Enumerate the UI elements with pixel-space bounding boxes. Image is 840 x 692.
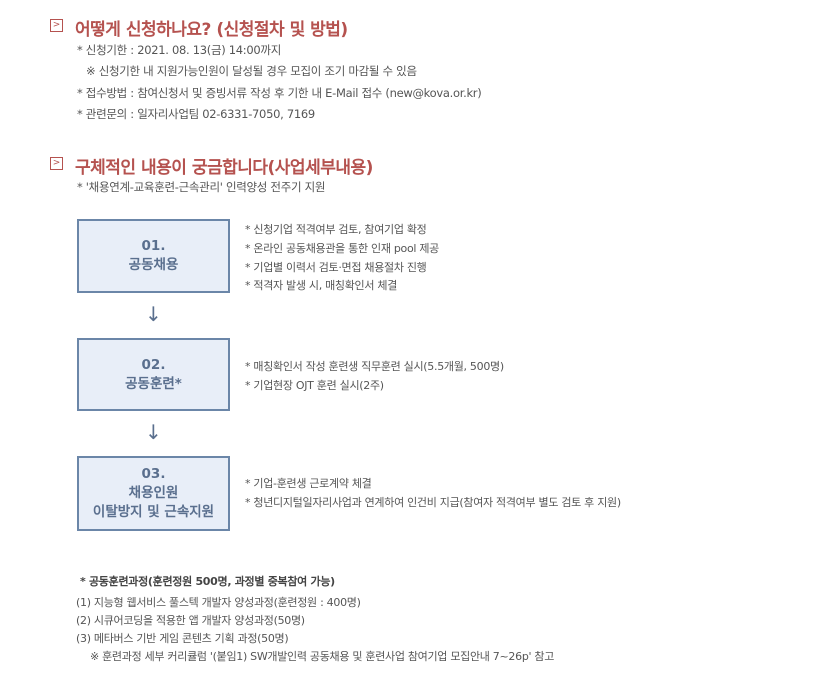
step-title-line2: 이탈방지 및 근속지원 xyxy=(92,504,215,520)
step-number: 03. xyxy=(141,466,166,482)
step-title: 채용인원 xyxy=(128,485,179,501)
step-box-2: 02. 공동훈련* xyxy=(77,338,230,411)
step1-bullet: * 온라인 공동채용관을 통한 인재 pool 제공 xyxy=(245,242,439,255)
step-box-3: 03. 채용인원 이탈방지 및 근속지원 xyxy=(77,456,230,531)
section2-subtitle: * '채용연계-교육훈련-근속관리' 인력양성 전주기 지원 xyxy=(77,180,326,194)
arrow-down-icon: ↓ xyxy=(145,302,162,326)
step-box-1: 01. 공동채용 xyxy=(77,219,230,293)
arrow-down-icon: ↓ xyxy=(145,420,162,444)
step1-bullet: * 신청기업 적격여부 검토, 참여기업 확정 xyxy=(245,223,427,236)
step1-bullet: * 적격자 발생 시, 매칭확인서 체결 xyxy=(245,279,398,292)
early-close-note: ※ 신청기한 내 지원가능인원이 달성될 경우 모집이 조기 마감될 수 있음 xyxy=(86,64,417,78)
curriculum-note: ※ 훈련과정 세부 커리큘럼 '(붙임1) SW개발인력 공동채용 및 훈련사업… xyxy=(90,650,555,663)
course-item: (3) 메타버스 기반 게임 콘텐츠 기획 과정(50명) xyxy=(76,632,289,645)
step-title: 공동훈련* xyxy=(125,375,182,392)
step-title: 공동채용 xyxy=(128,257,179,273)
section2-title: 구체적인 내용이 궁금합니다(사업세부내용) xyxy=(75,158,373,178)
contact-info: * 관련문의 : 일자리사업팀 02-6331-7050, 7169 xyxy=(77,107,315,121)
step2-bullet: * 기업현장 OJT 훈련 실시(2주) xyxy=(245,379,384,392)
deadline-text: * 신청기한 : 2021. 08. 13(금) 14:00까지 xyxy=(77,43,281,57)
submission-method: * 접수방법 : 참여신청서 및 증빙서류 작성 후 기한 내 E-Mail 접… xyxy=(77,86,482,100)
step-number: 01. xyxy=(141,238,166,254)
step1-bullet: * 기업별 이력서 검토·면접 채용절차 진행 xyxy=(245,261,427,274)
step3-bullet: * 기업-훈련생 근로계약 체결 xyxy=(245,477,372,490)
courses-heading: * 공동훈련과정(훈련정원 500명, 과정별 중복참여 가능) xyxy=(80,575,335,588)
chevron-right-icon: > xyxy=(50,19,63,32)
step-number: 02. xyxy=(141,356,166,373)
course-item: (1) 지능형 웹서비스 풀스텍 개발자 양성과정(훈련정원 : 400명) xyxy=(76,596,361,609)
step2-bullet: * 매칭확인서 작성 훈련생 직무훈련 실시(5.5개월, 500명) xyxy=(245,360,504,373)
course-item: (2) 시큐어코딩을 적용한 앱 개발자 양성과정(50명) xyxy=(76,614,305,627)
section1-title: 어떻게 신청하나요? (신청절차 및 방법) xyxy=(75,20,348,40)
chevron-right-icon: > xyxy=(50,157,63,170)
step3-bullet: * 청년디지털일자리사업과 연계하여 인건비 지급(참여자 적격여부 별도 검토… xyxy=(245,496,621,509)
